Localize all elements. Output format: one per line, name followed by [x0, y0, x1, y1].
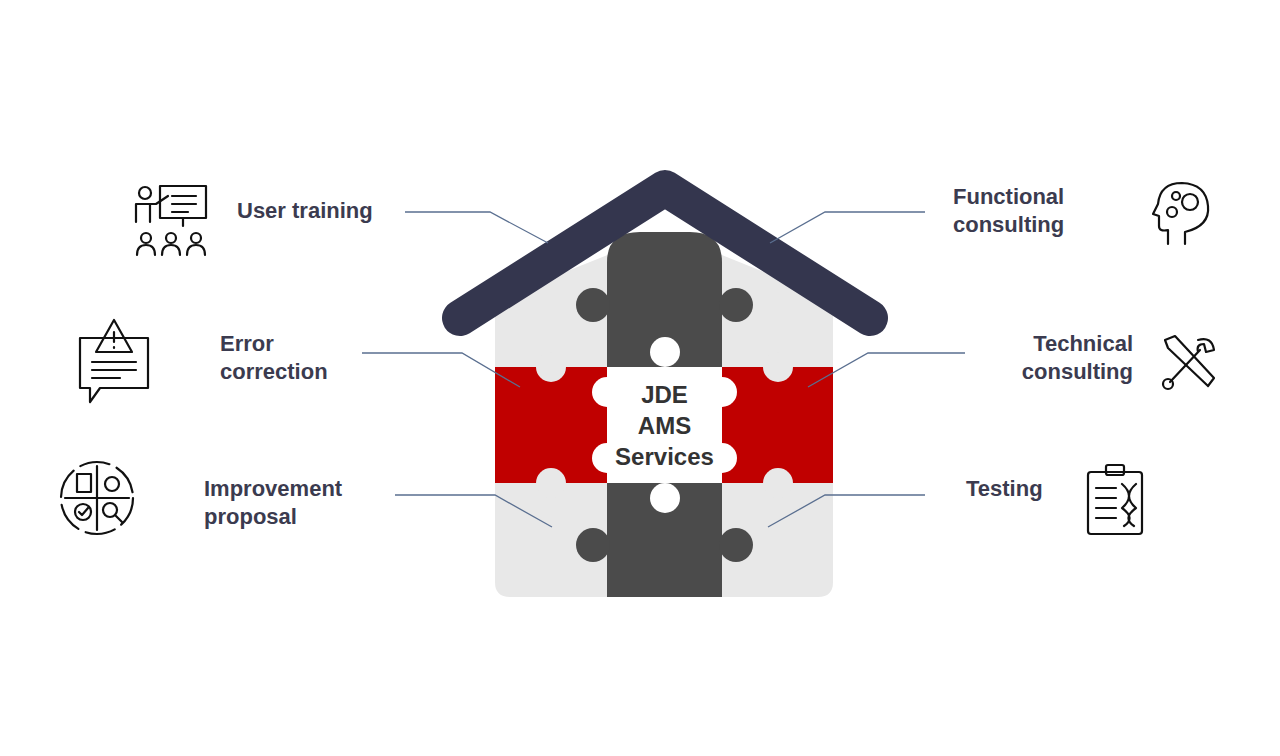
puzzle-center — [607, 367, 722, 483]
house-roof — [460, 188, 870, 318]
warning-marks — [92, 332, 136, 378]
board-lines — [172, 196, 196, 226]
leader-lines — [362, 212, 965, 527]
service-label: Functional consulting — [953, 183, 1103, 239]
person-head — [141, 233, 151, 243]
cycle-ring — [61, 462, 133, 534]
puzzle-notch — [592, 377, 622, 407]
audience-bodies — [137, 245, 205, 255]
puzzle-notch — [650, 337, 680, 367]
improvement-icon — [61, 462, 133, 534]
head-profile — [1153, 183, 1208, 244]
gear-symbol — [105, 477, 119, 491]
doc-symbol — [77, 474, 91, 492]
gear-symbol — [1182, 194, 1198, 210]
leader-line — [395, 495, 552, 527]
node-title: JDE AMS Services — [613, 379, 717, 472]
person-body — [136, 196, 168, 222]
puzzle-notch — [763, 468, 793, 498]
screwdriver-symbol — [1165, 336, 1214, 386]
leader-line — [770, 212, 925, 243]
puzzle-notch — [536, 352, 566, 382]
clipboard-lines — [1096, 488, 1116, 518]
clipboard-shape — [1088, 472, 1142, 534]
puzzle-column — [607, 232, 722, 597]
error-icon — [80, 320, 148, 402]
service-label: Testing — [966, 475, 1076, 503]
service-label: Improvement proposal — [204, 475, 394, 531]
house-body — [495, 232, 833, 597]
functional-icon — [1153, 183, 1208, 244]
puzzle-knob — [576, 528, 610, 562]
service-label: Technical consulting — [983, 330, 1133, 386]
puzzle-knob — [576, 288, 610, 322]
leader-line — [768, 495, 925, 527]
technical-icon — [1163, 336, 1214, 389]
puzzle-piece-red — [495, 367, 607, 483]
check-mark — [79, 508, 88, 515]
magnifier-handle — [115, 515, 122, 522]
clipboard-clip — [1106, 465, 1124, 475]
check-circle — [75, 504, 91, 520]
service-label: Error correction — [220, 330, 370, 386]
quadrant-lines — [65, 466, 129, 530]
puzzle-knob — [719, 288, 753, 322]
gear-symbol — [1172, 192, 1180, 200]
gear-symbol — [1167, 207, 1177, 217]
testing-icon — [1088, 465, 1142, 534]
person-head — [191, 233, 201, 243]
center-puzzle-node: JDE AMS Services — [607, 367, 722, 483]
puzzle-piece-red — [722, 367, 833, 483]
dna-symbol — [1122, 484, 1136, 526]
puzzle-knob — [719, 528, 753, 562]
training-icon — [136, 186, 206, 255]
leader-line — [808, 353, 965, 387]
wrench-symbol — [1170, 339, 1214, 382]
wrench-end — [1163, 379, 1173, 389]
puzzle-notch — [707, 377, 737, 407]
service-label: User training — [237, 197, 437, 225]
leader-line — [362, 353, 520, 387]
puzzle-notch — [763, 352, 793, 382]
puzzle-notch — [536, 468, 566, 498]
puzzle-notch — [650, 483, 680, 513]
board-shape — [160, 186, 206, 218]
person-head — [139, 187, 151, 199]
leader-line — [405, 212, 548, 243]
person-head — [166, 233, 176, 243]
